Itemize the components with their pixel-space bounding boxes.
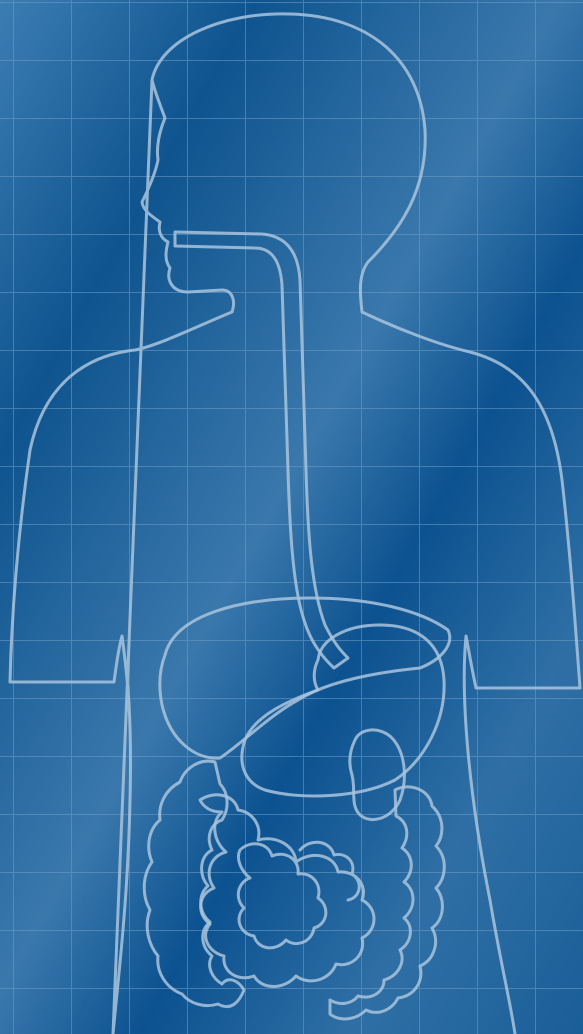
blueprint-grid [0,0,583,1034]
digestive-system-illustration [0,0,583,1034]
